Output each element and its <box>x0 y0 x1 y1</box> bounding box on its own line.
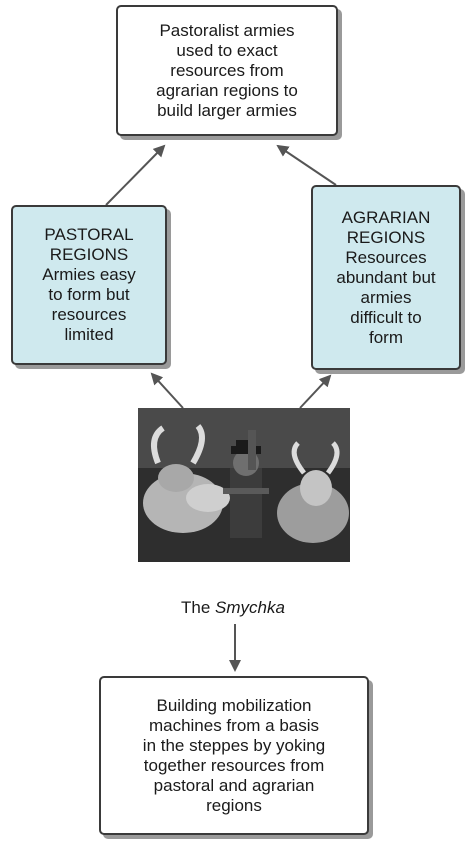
oxen-farmer-photo <box>138 408 350 562</box>
arrow-photo-to-left <box>150 372 184 409</box>
mobilization-machines-box: Building mobilization machines from a ba… <box>99 676 369 835</box>
agrarian-regions-box: AGRARIAN REGIONS Resources abundant but … <box>311 185 461 370</box>
arrow-left-to-top <box>105 144 166 206</box>
pastoralist-armies-box: Pastoralist armies used to exact resourc… <box>116 5 338 136</box>
smychka-caption: The Smychka <box>0 598 466 618</box>
arrow-right-to-top <box>276 144 337 186</box>
pastoral-regions-box: PASTORAL REGIONS Armies easy to form but… <box>11 205 167 365</box>
caption-prefix: The <box>181 598 216 617</box>
arrow-photo-to-right <box>299 374 332 409</box>
caption-emphasis: Smychka <box>215 598 285 617</box>
